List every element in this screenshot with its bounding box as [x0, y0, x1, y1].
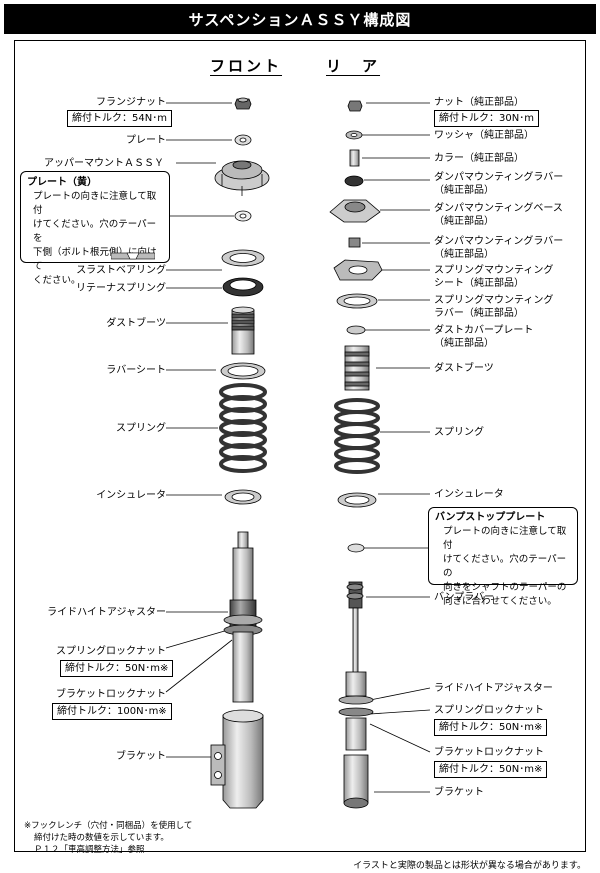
rear-nut-label: ナット（純正部品）	[434, 97, 524, 108]
rear-ride-height-adjuster-label: ライドハイトアジャスター	[434, 683, 553, 694]
rear-damper-mount-rubber-1-label: ダンパマウンティングラバー （純正部品）	[434, 171, 563, 197]
rear-bump-stop-note-line: 向きに合わせてください。	[443, 596, 557, 607]
plate-orientation-icon	[111, 252, 155, 260]
rear-dust-cover-plate-line1: ダストカバープレート	[434, 325, 534, 336]
rear-spring-lock-nut-label: スプリングロックナット	[434, 705, 544, 716]
front-retainer-spring-label: リテーナスプリング	[76, 283, 166, 294]
rear-damper-mount-rubber-2-line2: （純正部品）	[434, 249, 494, 260]
front-spring-label: スプリング	[116, 423, 166, 434]
rear-washer-label: ワッシャ（純正部品）	[434, 130, 534, 141]
rear-heading: リ ア	[326, 57, 381, 75]
front-parts	[210, 97, 270, 809]
front-spring-lock-nut-torque: 締付トルク：50N･m※	[60, 660, 174, 677]
leader-lines	[165, 102, 431, 793]
rear-damper-mount-base-line2: （純正部品）	[434, 216, 494, 227]
diagram-frame	[14, 40, 586, 852]
rear-spring-mount-seat-label: スプリングマウンティング シート（純正部品）	[434, 264, 553, 290]
rear-bracket-lock-nut-torque: 締付トルク：50N･m※	[434, 761, 548, 778]
rear-parts	[329, 100, 383, 809]
rear-damper-mount-base-line1: ダンパマウンティングベース	[434, 203, 563, 214]
rear-spring-mount-rubber-line1: スプリングマウンティング	[434, 295, 554, 306]
front-dust-boot-label: ダストブーツ	[106, 318, 166, 329]
disclaimer-text: イラストと実際の製品とは形状が異なる場合があります。	[353, 861, 586, 871]
front-plate-label: プレート	[126, 135, 166, 146]
rear-spring-label: スプリング	[434, 427, 484, 438]
front-flange-nut-label: フランジナット	[96, 97, 166, 108]
front-plate-note: プレート（黄） プレートの向きに注意して取付 けてください。穴のテーパーを 下側…	[20, 171, 170, 286]
rear-dust-boot-label: ダストブーツ	[434, 363, 494, 374]
rear-bump-stop-note: バンプストッププレート プレートの向きに注意して取付 けてください。穴のテーパー…	[428, 507, 578, 607]
rear-spring-mount-seat-line1: スプリングマウンティング	[434, 265, 554, 276]
rear-dust-cover-plate-label: ダストカバープレート （純正部品）	[434, 324, 533, 350]
rear-nut-torque: 締付トルク：30N･m	[434, 110, 539, 127]
rear-spring-mount-rubber-line2: ラバー（純正部品）	[434, 308, 524, 319]
front-bracket-lock-nut-torque: 締付トルク：100N･m※	[52, 703, 172, 720]
rear-insulator-label: インシュレータ	[434, 489, 504, 500]
rear-bump-stop-note-line: けてください。穴のテーパーの	[443, 554, 567, 579]
rear-bracket-lock-nut-label: ブラケットロックナット	[434, 747, 544, 758]
rear-damper-mount-rubber-1-line1: ダンパマウンティングラバー	[434, 172, 564, 183]
front-rubber-seat-label: ラバーシート	[106, 365, 166, 376]
rear-bump-rubber-label: バンプラバー	[434, 592, 495, 603]
rear-spring-mount-rubber-label: スプリングマウンティング ラバー（純正部品）	[434, 294, 553, 320]
rear-damper-mount-base-label: ダンパマウンティングベース （純正部品）	[434, 202, 563, 228]
rear-bump-stop-note-line: プレートの向きに注意して取付	[443, 526, 567, 551]
torque-footnote: ※フックレンチ（穴付・同梱品）を使用して 締付けた時の数値を示しています。 Ｐ１…	[24, 820, 192, 856]
rear-damper-mount-rubber-2-line1: ダンパマウンティングラバー	[434, 236, 564, 247]
rear-bracket-label: ブラケット	[434, 787, 484, 798]
front-bracket-label: ブラケット	[116, 751, 166, 762]
front-spring-lock-nut-label: スプリングロックナット	[56, 646, 166, 657]
rear-spring-mount-seat-line2: シート（純正部品）	[434, 278, 524, 289]
footnote-line: Ｐ１２「車高調整方法」参照	[34, 845, 145, 855]
rear-collar-label: カラー（純正部品）	[434, 153, 524, 164]
front-insulator-label: インシュレータ	[96, 490, 166, 501]
front-flange-nut-torque: 締付トルク：54N･m	[67, 110, 172, 127]
rear-bump-stop-note-line: 向きをシャフトのテーパーの	[443, 582, 567, 593]
rear-spring-lock-nut-torque: 締付トルク：50N･m※	[434, 719, 548, 736]
front-plate-note-line: けてください。穴のテーパーを	[33, 219, 157, 244]
front-bracket-lock-nut-label: ブラケットロックナット	[56, 689, 166, 700]
front-thrust-bearing-label: スラストベアリング	[76, 265, 166, 276]
footnote-line: 締付けた時の数値を示しています。	[34, 833, 169, 843]
rear-bump-stop-note-title: バンプストッププレート	[435, 512, 546, 523]
front-plate-note-line: プレートの向きに注意して取付	[33, 191, 157, 216]
front-plate-note-title: プレート（黄）	[27, 177, 97, 188]
rear-damper-mount-rubber-2-label: ダンパマウンティングラバー （純正部品）	[434, 235, 563, 261]
footnote-line: ※フックレンチ（穴付・同梱品）を使用して	[24, 821, 193, 831]
front-upper-mount-label: アッパーマウントＡＳＳＹ	[44, 158, 164, 169]
rear-damper-mount-rubber-1-line2: （純正部品）	[434, 185, 494, 196]
front-plate-note-line: ください。	[33, 275, 81, 286]
rear-dust-cover-plate-line2: （純正部品）	[434, 338, 494, 349]
front-heading: フロント	[210, 57, 283, 75]
front-ride-height-adjuster-label: ライドハイトアジャスター	[47, 607, 166, 618]
front-plate-note-line: 下側（ボルト根元側）に向けて	[33, 247, 157, 272]
diagram-title: サスペンションＡＳＳＹ構成図	[4, 4, 596, 34]
